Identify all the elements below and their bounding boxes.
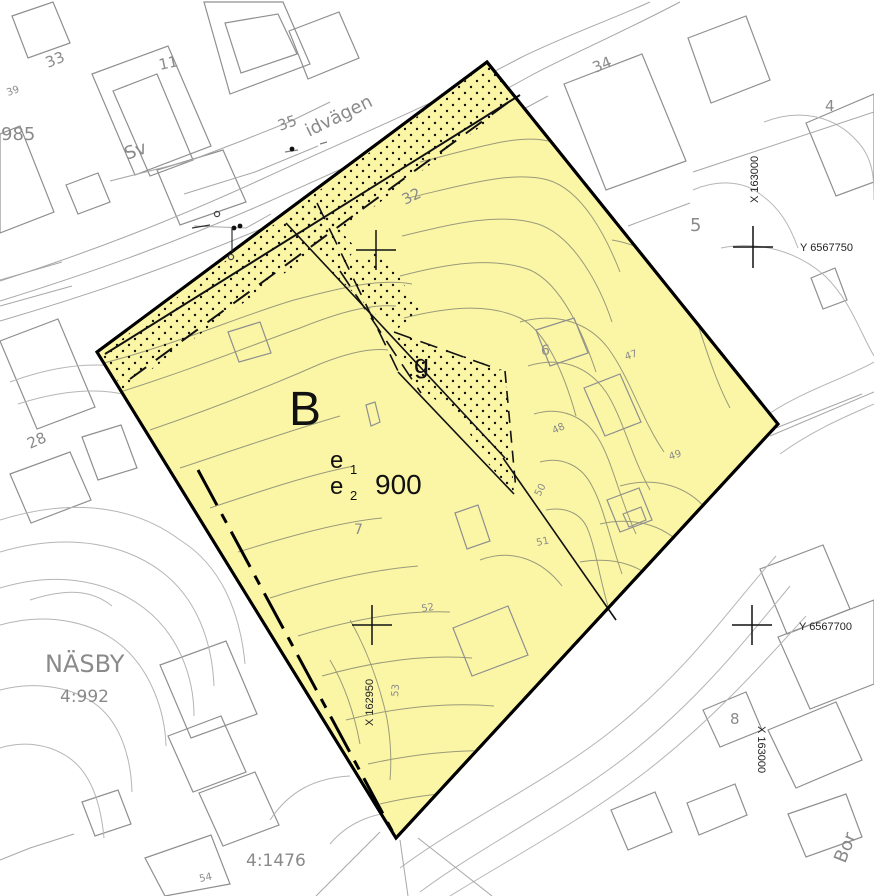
contour-label-52: 52	[421, 602, 435, 615]
parcel-label-4-992: 4:992	[60, 687, 109, 707]
lot-number-33: 33	[43, 48, 67, 72]
contour-label-39: 39	[5, 84, 21, 99]
zone-code: B	[289, 383, 321, 436]
coordinate-x-163000-lower: X 163000	[755, 726, 767, 773]
lot-number-34: 34	[590, 53, 614, 77]
zone-marker-g: g	[414, 349, 429, 379]
contour-label-51: 51	[535, 536, 550, 549]
zone-boundary-lines	[95, 59, 780, 841]
coordinate-markers	[352, 226, 773, 645]
region-label: NÄSBY	[45, 649, 125, 678]
lot-number-8: 8	[730, 710, 740, 728]
zone-sub-label-e2-index: 2	[350, 488, 357, 503]
contour-label-48: 48	[551, 421, 567, 436]
zone-sub-label-e2-base: e	[330, 473, 343, 500]
contour-label-53: 53	[390, 684, 402, 698]
lot-number-7: 7	[354, 522, 363, 538]
coordinate-x-163000-upper: X 163000	[749, 156, 761, 203]
coordinate-labels: X 163000 Y 6567750 Y 6567700 X 163000 X …	[364, 156, 853, 773]
edge-label-bor: Bor	[830, 829, 861, 866]
coordinate-y-6567700: Y 6567700	[799, 621, 852, 633]
zone-value: 900	[375, 469, 422, 500]
edge-label-985: 985	[1, 124, 35, 145]
zone-sub-label-e1-base: e	[330, 447, 343, 474]
road-fixtures	[191, 146, 295, 261]
lot-number-5: 5	[690, 215, 701, 236]
parcel-label-4-1476: 4:1476	[246, 851, 306, 871]
contour-label-54: 54	[198, 872, 213, 885]
contour-label-49: 49	[668, 448, 684, 462]
contour-label-50: 50	[533, 482, 549, 498]
zone-sub-label-e2: e 2	[330, 473, 357, 503]
coordinate-x-162950: X 162950	[364, 679, 376, 726]
street-label-name: idvägen	[302, 91, 376, 141]
coordinate-y-6567750: Y 6567750	[800, 242, 853, 254]
lot-number-28: 28	[24, 428, 49, 452]
lot-number-6: 6	[541, 343, 550, 359]
contour-label-47: 47	[624, 348, 640, 362]
zone-sub-label-e1-index: 1	[350, 462, 357, 477]
zone-sub-label-e1: e 1	[330, 447, 357, 477]
zone-labels: B g e 1 e 2 900	[289, 349, 429, 503]
lot-number-11: 11	[157, 52, 179, 74]
lot-number-35: 35	[275, 111, 299, 134]
zone-buildings	[227, 317, 653, 677]
street-label-fragment: Sv	[122, 137, 150, 164]
lot-number-4: 4	[825, 97, 835, 115]
